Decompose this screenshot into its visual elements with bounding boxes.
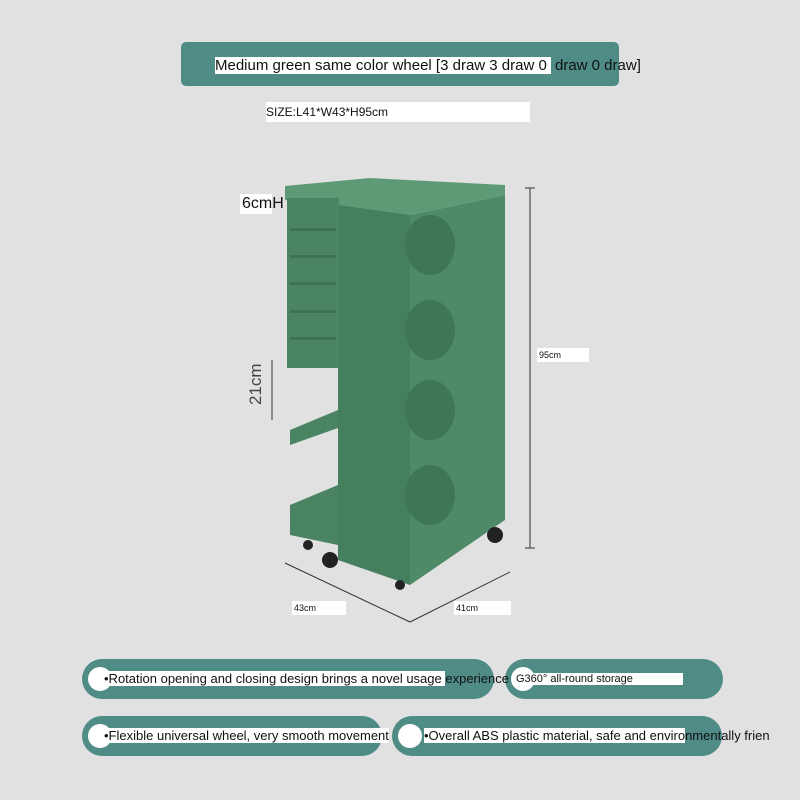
plus-icon [398, 724, 422, 748]
feature-text-2a: G360° all-round storage [516, 673, 683, 685]
feature-text-1b: experience [445, 671, 509, 686]
feature-text-1a: •Rotation opening and closing design bri… [104, 671, 446, 686]
feature-text-2: G360° all-round storage [516, 670, 683, 688]
width-label: 43cm [292, 601, 346, 615]
feature-text-4a: •Overall ABS plastic material, safe and … [424, 728, 686, 743]
feature-text-4: •Overall ABS plastic material, safe and … [424, 727, 770, 745]
title-text-a: Medium green same color wheel [3 draw 3 … [215, 57, 551, 74]
width-dimension-line [284, 562, 411, 623]
shelf-gap-label: 21cm [246, 363, 265, 405]
cart-body [285, 178, 505, 590]
height-label: 95cm [537, 348, 589, 362]
feature-text-3: •Flexible universal wheel, very smooth m… [104, 727, 389, 745]
length-label: 41cm [454, 601, 511, 615]
title-text-b: draw 0 draw] [550, 57, 641, 74]
size-label: SIZE:L41*W43*H95cm [266, 102, 530, 122]
top-gap-label: 6cmH [240, 194, 284, 214]
feature-text-4b: nmentally frien [685, 728, 770, 743]
feature-text-1: •Rotation opening and closing design bri… [104, 670, 509, 688]
feature-text-3a: •Flexible universal wheel, very smooth m… [104, 728, 389, 743]
title-text: Medium green same color wheel [3 draw 3 … [215, 54, 641, 78]
length-dimension-line [409, 571, 511, 623]
